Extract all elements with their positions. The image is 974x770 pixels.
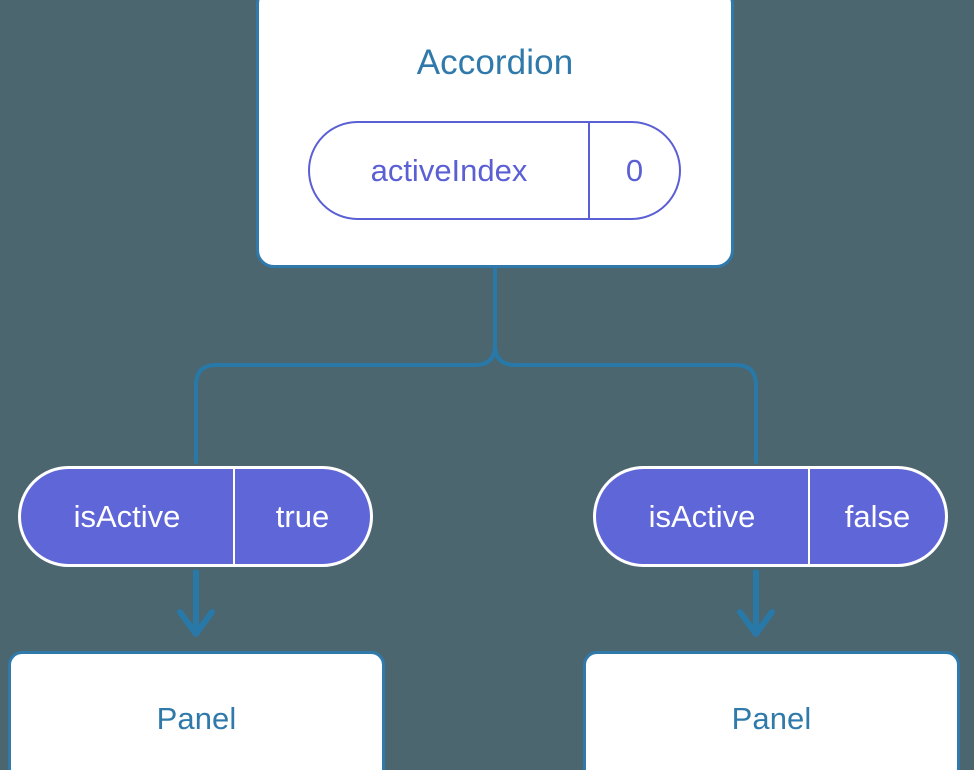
panel-component-card-left[interactable]: Panel [8,651,385,770]
state-pill-active-index[interactable]: activeIndex 0 [308,121,681,220]
connector-root-to-left-branch [194,265,497,464]
accordion-card-title: Accordion [416,43,574,82]
panel-component-card-right[interactable]: Panel [583,651,960,770]
arrow-head-left [177,609,215,637]
panel-card-title-right: Panel [731,700,812,736]
prop-pill-is-active-true-value: true [233,469,370,564]
connector-root-to-right-branch [493,265,758,464]
prop-pill-is-active-false-key: isActive [648,499,756,534]
prop-pill-is-active-false-value: false [808,469,945,564]
panel-card-title-left: Panel [156,700,237,736]
state-pill-active-index-value: 0 [588,123,679,218]
arrow-head-right [737,609,775,637]
prop-pill-is-active-true[interactable]: isActive true [18,466,373,567]
state-pill-active-index-key: activeIndex [370,153,528,188]
prop-pill-is-active-false[interactable]: isActive false [593,466,948,567]
prop-pill-is-active-true-key: isActive [73,499,181,534]
